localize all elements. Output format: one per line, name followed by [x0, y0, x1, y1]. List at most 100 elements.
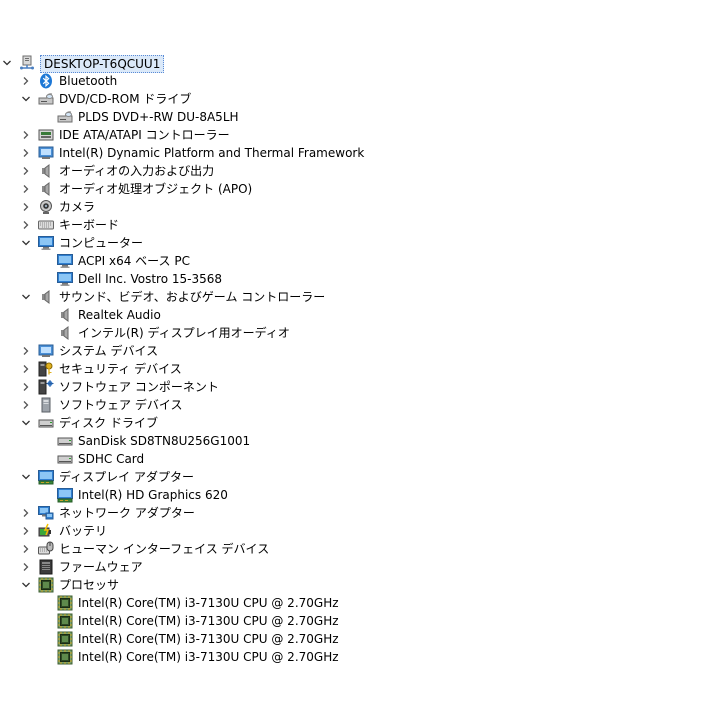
tree-node-label: セキュリティ デバイス [59, 362, 182, 376]
tree-node-label: ファームウェア [59, 560, 143, 574]
chevron-right-icon[interactable] [21, 508, 31, 518]
chevron-right-icon[interactable] [21, 166, 31, 176]
tree-node-22-sdhc-card[interactable]: SDHC Card [0, 450, 722, 468]
tree-node-10-node[interactable]: コンピューター [0, 234, 722, 252]
chevron-down-icon[interactable] [2, 58, 12, 68]
processor-icon [57, 649, 73, 665]
tree-node-label: カメラ [59, 200, 96, 214]
chevron-down-icon[interactable] [21, 238, 31, 248]
tree-node-2-dvd-cd-rom[interactable]: DVD/CD-ROM ドライブ [0, 90, 722, 108]
software-device-icon [38, 397, 54, 413]
chevron-right-icon[interactable] [21, 544, 31, 554]
monitor-icon [57, 253, 73, 269]
tree-node-label: Intel(R) Core(TM) i3-7130U CPU @ 2.70GHz [78, 632, 339, 646]
tree-node-27-node[interactable]: ヒューマン インターフェイス デバイス [0, 540, 722, 558]
tree-node-label: サウンド、ビデオ、およびゲーム コントローラー [59, 290, 326, 304]
tree-node-20-node[interactable]: ディスク ドライブ [0, 414, 722, 432]
chevron-right-icon[interactable] [21, 184, 31, 194]
tree-node-7-apo[interactable]: オーディオ処理オブジェクト (APO) [0, 180, 722, 198]
tree-node-label: ソフトウェア コンポーネント [59, 380, 219, 394]
chevron-right-icon[interactable] [21, 400, 31, 410]
tree-node-21-sandisk-sd8tn8u256g1001[interactable]: SanDisk SD8TN8U256G1001 [0, 432, 722, 450]
camera-icon [38, 199, 54, 215]
tree-node-9-node[interactable]: キーボード [0, 216, 722, 234]
dvd-drive-icon [57, 109, 73, 125]
chevron-right-icon[interactable] [21, 220, 31, 230]
display-adapter-icon [57, 487, 73, 503]
tree-node-33-intel-r-core-tm-i3-7130u-cpu-2-70ghz[interactable]: Intel(R) Core(TM) i3-7130U CPU @ 2.70GHz [0, 648, 722, 666]
firmware-icon [38, 559, 54, 575]
network-adapter-icon [38, 505, 54, 521]
tree-node-label: Intel(R) HD Graphics 620 [78, 488, 228, 502]
software-component-icon [38, 379, 54, 395]
chevron-right-icon[interactable] [21, 76, 31, 86]
tree-node-25-node[interactable]: ネットワーク アダプター [0, 504, 722, 522]
chevron-right-icon[interactable] [21, 364, 31, 374]
tree-node-5-intel-r-dynamic-platform-and-thermal-framework[interactable]: Intel(R) Dynamic Platform and Thermal Fr… [0, 144, 722, 162]
chevron-right-icon[interactable] [21, 346, 31, 356]
battery-icon [38, 523, 54, 539]
chevron-down-icon[interactable] [21, 94, 31, 104]
tree-node-17-node[interactable]: セキュリティ デバイス [0, 360, 722, 378]
chevron-down-icon[interactable] [21, 580, 31, 590]
tree-node-32-intel-r-core-tm-i3-7130u-cpu-2-70ghz[interactable]: Intel(R) Core(TM) i3-7130U CPU @ 2.70GHz [0, 630, 722, 648]
bluetooth-icon [38, 73, 54, 89]
tree-node-15-r[interactable]: インテル(R) ディスプレイ用オーディオ [0, 324, 722, 342]
tree-node-label: ACPI x64 ベース PC [78, 254, 190, 268]
tree-node-1-bluetooth[interactable]: Bluetooth [0, 72, 722, 90]
tree-node-3-plds-dvd-rw-du-8a5lh[interactable]: PLDS DVD+-RW DU-8A5LH [0, 108, 722, 126]
chevron-down-icon[interactable] [21, 472, 31, 482]
chevron-right-icon[interactable] [21, 148, 31, 158]
processor-icon [57, 613, 73, 629]
chevron-right-icon[interactable] [21, 382, 31, 392]
tree-node-label: PLDS DVD+-RW DU-8A5LH [78, 110, 239, 124]
processor-icon [57, 595, 73, 611]
tree-node-19-node[interactable]: ソフトウェア デバイス [0, 396, 722, 414]
tree-node-6-node[interactable]: オーディオの入力および出力 [0, 162, 722, 180]
processor-icon [57, 631, 73, 647]
chevron-down-icon[interactable] [21, 418, 31, 428]
chevron-right-icon[interactable] [21, 202, 31, 212]
tree-node-label: DESKTOP-T6QCUU1 [40, 55, 165, 73]
disk-drive-icon [57, 433, 73, 449]
chevron-right-icon[interactable] [21, 130, 31, 140]
disk-drive-icon [38, 415, 54, 431]
computer-root-icon [19, 55, 35, 71]
processor-icon [38, 577, 54, 593]
tree-node-16-node[interactable]: システム デバイス [0, 342, 722, 360]
tree-node-0-desktop-t6qcuu1[interactable]: DESKTOP-T6QCUU1 [0, 54, 722, 73]
tree-node-11-acpi-x64-pc[interactable]: ACPI x64 ベース PC [0, 252, 722, 270]
dvd-drive-icon [38, 91, 54, 107]
tree-node-23-node[interactable]: ディスプレイ アダプター [0, 468, 722, 486]
chevron-right-icon[interactable] [21, 562, 31, 572]
tree-node-label: Intel(R) Core(TM) i3-7130U CPU @ 2.70GHz [78, 596, 339, 610]
tree-node-label: Intel(R) Dynamic Platform and Thermal Fr… [59, 146, 365, 160]
tree-node-18-node[interactable]: ソフトウェア コンポーネント [0, 378, 722, 396]
tree-node-28-node[interactable]: ファームウェア [0, 558, 722, 576]
tree-node-label: ディスプレイ アダプター [59, 470, 194, 484]
tree-node-label: ディスク ドライブ [59, 416, 158, 430]
speaker-icon [38, 163, 54, 179]
speaker-icon [38, 289, 54, 305]
tree-node-8-node[interactable]: カメラ [0, 198, 722, 216]
tree-node-26-node[interactable]: バッテリ [0, 522, 722, 540]
tree-node-29-node[interactable]: プロセッサ [0, 576, 722, 594]
tree-node-13-node[interactable]: サウンド、ビデオ、およびゲーム コントローラー [0, 288, 722, 306]
tree-node-label: プロセッサ [59, 578, 120, 592]
chevron-right-icon[interactable] [21, 526, 31, 536]
system-device-icon [38, 343, 54, 359]
tree-node-14-realtek-audio[interactable]: Realtek Audio [0, 306, 722, 324]
tree-node-31-intel-r-core-tm-i3-7130u-cpu-2-70ghz[interactable]: Intel(R) Core(TM) i3-7130U CPU @ 2.70GHz [0, 612, 722, 630]
tree-node-label: Intel(R) Core(TM) i3-7130U CPU @ 2.70GHz [78, 650, 339, 664]
tree-node-4-ide-ata-atapi[interactable]: IDE ATA/ATAPI コントローラー [0, 126, 722, 144]
tree-node-30-intel-r-core-tm-i3-7130u-cpu-2-70ghz[interactable]: Intel(R) Core(TM) i3-7130U CPU @ 2.70GHz [0, 594, 722, 612]
tree-node-label: Dell Inc. Vostro 15-3568 [78, 272, 223, 286]
tree-node-label: DVD/CD-ROM ドライブ [59, 92, 192, 106]
tree-node-12-dell-inc-vostro-15-3568[interactable]: Dell Inc. Vostro 15-3568 [0, 270, 722, 288]
tree-node-label: SanDisk SD8TN8U256G1001 [78, 434, 251, 448]
system-device-icon [38, 145, 54, 161]
speaker-icon [57, 325, 73, 341]
tree-node-24-intel-r-hd-graphics-620[interactable]: Intel(R) HD Graphics 620 [0, 486, 722, 504]
chevron-down-icon[interactable] [21, 292, 31, 302]
